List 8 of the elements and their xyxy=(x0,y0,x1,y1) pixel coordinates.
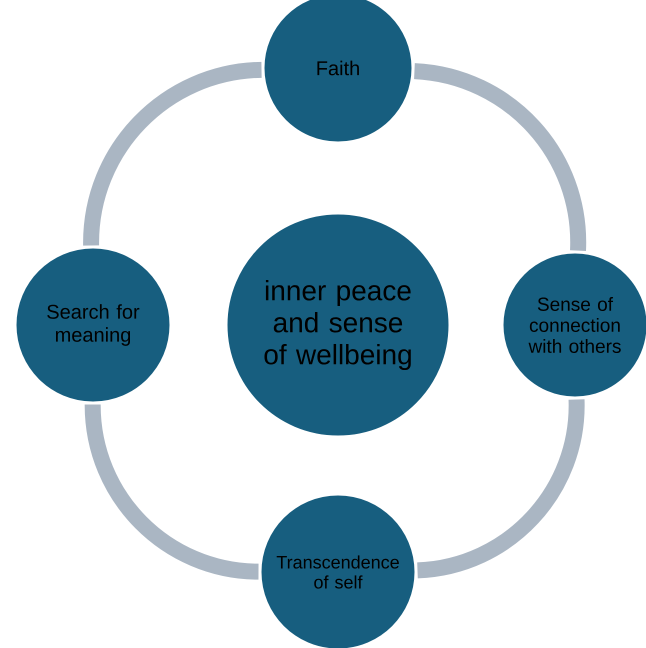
circle-node: Sense of connection with others xyxy=(500,250,646,400)
circle-node: inner peace and sense of wellbeing xyxy=(224,212,452,438)
ring-segment xyxy=(414,63,586,251)
ring-segment xyxy=(416,399,585,578)
circle-node: Search for meaning xyxy=(14,246,172,404)
circle-node: Transcendence of self xyxy=(258,492,418,648)
ring-segment xyxy=(84,404,260,580)
ring-segment xyxy=(83,62,262,246)
